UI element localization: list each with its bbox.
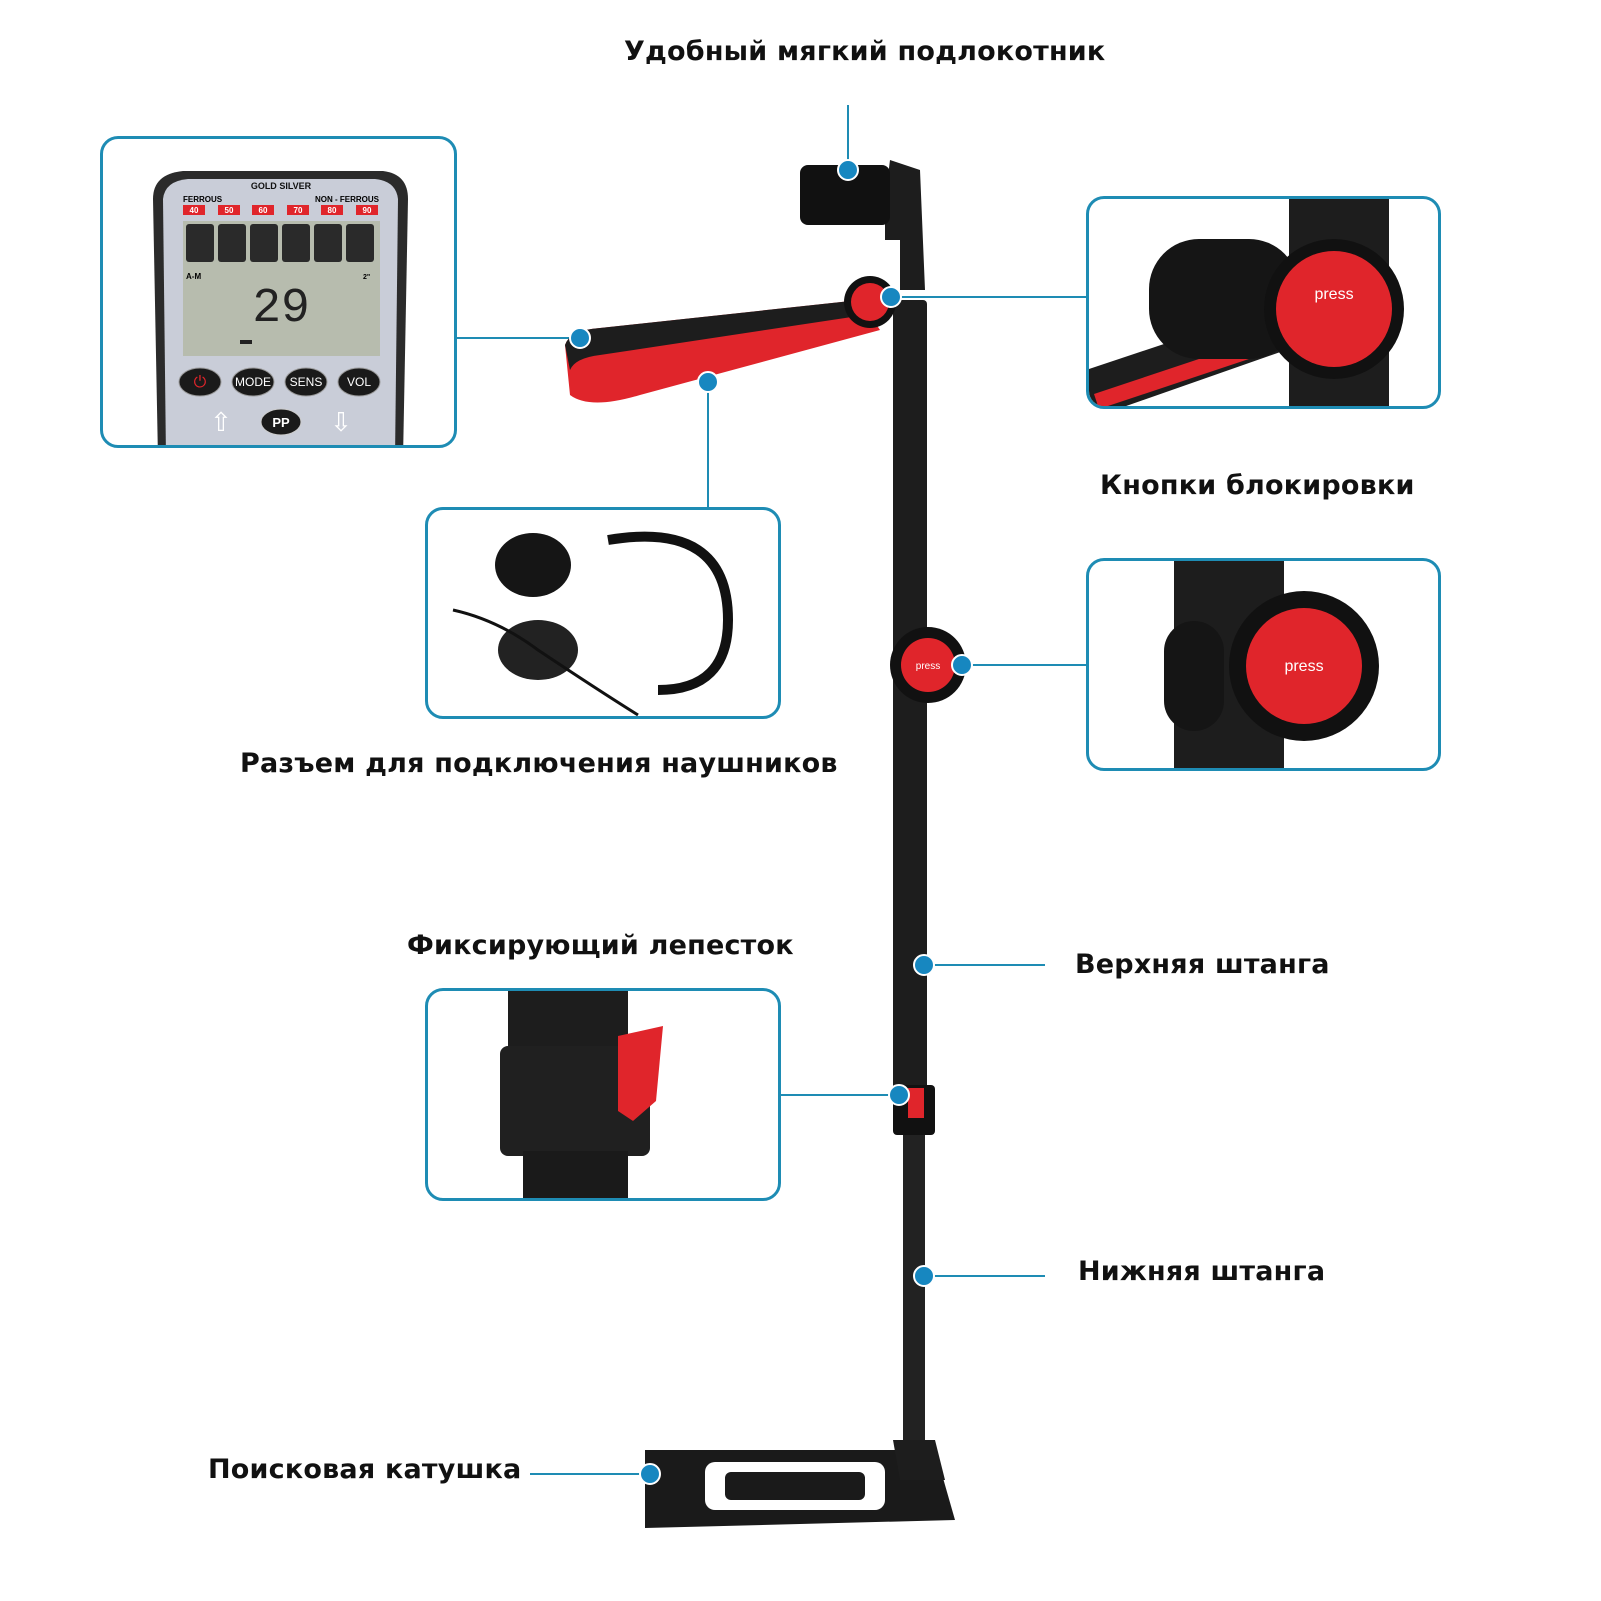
pp-button[interactable]: PP [272,415,290,430]
lower-shaft [903,1120,925,1460]
armrest [885,160,925,290]
headphones-closeup [425,507,781,719]
lock-button-middle-closeup: press [1086,558,1441,771]
scale-80: 80 [328,206,337,215]
latch-tab [908,1088,924,1118]
search-coil [645,1450,955,1528]
label-headphone-jack: Разъем для подключения наушников [240,748,838,779]
label-latch: Фиксирующий лепесток [407,930,794,961]
lock-button-text-top: press [1314,286,1353,303]
label-armrest: Удобный мягкий подлокотник [624,36,1106,67]
non-ferrous-label: NON - FERROUS [315,195,380,204]
mode-button[interactable]: MODE [235,375,271,389]
mode-indicator: A-M [186,272,201,281]
label-search-coil: Поисковая катушка [208,1454,522,1485]
lock-button-text: press [916,661,940,672]
lock-button-top-closeup: press [1086,196,1441,409]
label-lower-shaft: Нижняя штанга [1078,1256,1326,1287]
power-icon[interactable]: ⏻ [194,374,207,391]
scale-70: 70 [294,206,303,215]
label-lock-buttons: Кнопки блокировки [1100,470,1415,501]
callout-dots [569,159,973,1485]
latch-closeup [425,988,781,1201]
scale-90: 90 [363,206,372,215]
down-arrow-icon[interactable]: ⇩ [330,407,352,437]
silver-label: SILVER [279,181,311,191]
upper-shaft [893,300,927,1130]
scale-40: 40 [190,206,199,215]
up-arrow-icon[interactable]: ⇧ [210,407,232,437]
ferrous-label: FERROUS [183,195,223,204]
svg-text:GOLD SILVER: GOLD SILVER [251,181,312,191]
lock-button-text-middle: press [1284,658,1323,675]
depth-indicator: 2" [363,274,370,281]
gold-label: GOLD [251,181,277,191]
reading-value: 29 [252,282,310,336]
sens-button[interactable]: SENS [290,375,323,389]
scale-60: 60 [259,206,268,215]
label-upper-shaft: Верхняя штанга [1075,949,1330,980]
scale-50: 50 [225,206,234,215]
vol-button[interactable]: VOL [347,375,371,389]
display-panel-closeup: GOLD SILVER FERROUS NON - FERROUS 40 50 … [100,136,457,448]
